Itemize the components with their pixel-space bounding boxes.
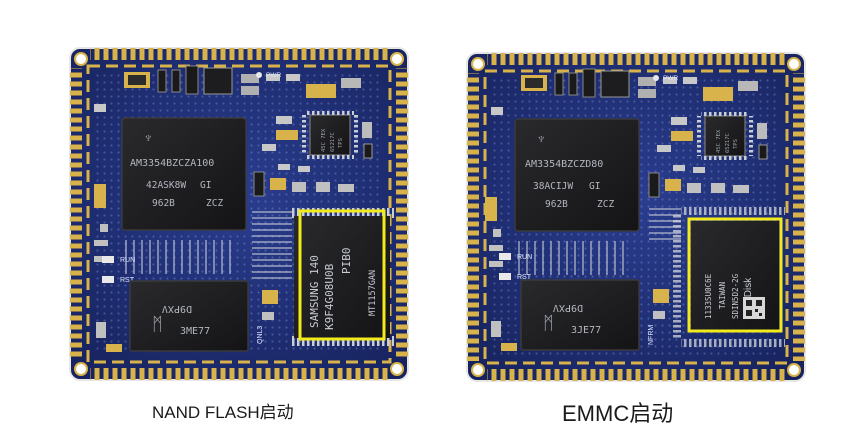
rst-led [102, 276, 114, 283]
board-nand-flash: PWR ♆ AM3354BZCZA100 42ASK8W GI 962B ZCZ… [66, 44, 412, 384]
silk-ram-ref: NFRM [648, 325, 655, 345]
mount-hole-br [787, 363, 801, 377]
soc-date: 962B [545, 199, 568, 210]
edge-pads-left [467, 73, 479, 361]
rst-led [499, 273, 511, 280]
pmic-mark-2: 65217C [330, 132, 336, 152]
ddr-ram-chip: ᛗ D9PXV 3JE77 NFRM [520, 279, 655, 351]
soc-date: 962B [152, 198, 175, 209]
nand-part-number: K9F4G08U0B [323, 263, 336, 330]
ram-part-code: D9PXV [553, 302, 583, 313]
ram-part-code: D9PXV [162, 303, 192, 314]
mount-hole-bl [471, 363, 485, 377]
ram-lot: 3JE77 [571, 325, 601, 336]
silk-rst-label: RST [120, 277, 135, 284]
soc-grade: GI [589, 181, 600, 192]
mount-hole-tl [471, 57, 485, 71]
board-left-svg: PWR ♆ AM3354BZCZA100 42ASK8W GI 962B ZCZ… [69, 47, 409, 381]
nand-maker: SAMSUNG 140 [308, 255, 321, 328]
traces [125, 211, 292, 279]
silk-run-label: RUN [517, 254, 532, 261]
traces [518, 208, 681, 275]
mount-hole-br [390, 362, 404, 376]
edge-pads-bottom [90, 368, 388, 380]
micron-logo-icon: ᛗ [152, 314, 163, 334]
pmic-chip: TPS 65217C 45C 7EX [697, 112, 753, 160]
pmic-mark-1: TPS [338, 138, 344, 148]
passives-left [94, 104, 108, 262]
passives-bottom [96, 290, 278, 352]
pwr-led [256, 72, 262, 78]
emmc-pads-top [681, 207, 785, 215]
silk-rst-label: RST [517, 274, 532, 281]
passives-left [485, 107, 503, 267]
emmc-pads-left [673, 215, 681, 339]
soc-package: ZCZ [206, 198, 223, 209]
edge-pads-right [793, 73, 805, 361]
soc-part-number: AM3354BZCZD80 [525, 159, 603, 170]
emmc-maker: SanDisk [743, 277, 754, 315]
ti-logo-icon: ♆ [536, 130, 547, 146]
mount-hole-tr [390, 52, 404, 66]
run-led [102, 256, 114, 263]
ram-lot: 3ME77 [180, 326, 210, 337]
silk-pwr-label: PWR [663, 75, 678, 82]
caption-nand-boot: NAND FLASH启动 [152, 403, 294, 422]
soc-chip: ♆ AM3354BZCZD80 38ACIJW GI 962B ZCZ [514, 118, 640, 232]
ddr-ram-chip: ᛗ D9PXV 3ME77 QNL3 [129, 280, 264, 352]
smd-components-top [521, 68, 758, 101]
soc-lot: 42ASK8W [146, 180, 186, 191]
ti-logo-icon: ♆ [143, 129, 154, 145]
soc-chip: ♆ AM3354BZCZA100 42ASK8W GI 962B ZCZ [121, 117, 247, 231]
edge-pads-left [70, 68, 82, 360]
nand-highlight-box [298, 209, 386, 341]
board-emmc: PWR ♆ AM3354BZCZD80 38ACIJW GI 962B ZCZ … [463, 49, 809, 385]
soc-part-number: AM3354BZCZA100 [130, 158, 214, 169]
edge-pads-right [396, 68, 408, 360]
board-right-svg: PWR ♆ AM3354BZCZD80 38ACIJW GI 962B ZCZ … [466, 52, 806, 382]
nand-flash-chip: SAMSUNG 140 K9F4G08U0B PIB0 MT1157GAN [290, 208, 394, 346]
emmc-part-number: SDIN5D2-2G [731, 273, 740, 319]
passives-bottom [491, 289, 669, 351]
emmc-pads-bottom [681, 339, 785, 347]
soc-lot: 38ACIJW [533, 181, 573, 192]
silk-run-label: RUN [120, 257, 135, 264]
pmic-mark-3: 45C 7EX [321, 128, 327, 152]
micron-logo-icon: ᛗ [543, 313, 554, 333]
pmic-chip: TPS 65217C 45C 7EX [302, 111, 358, 159]
edge-pads-top [90, 48, 388, 60]
edge-pads-top [487, 53, 785, 65]
nand-grade: PIB0 [340, 248, 353, 275]
inner-gold-ring [483, 69, 789, 365]
passives-right [253, 116, 373, 197]
emmc-chip: SanDisk SDIN5D2-2G TAIWAN 1133SU0C6E [687, 217, 783, 333]
mount-hole-tr [787, 57, 801, 71]
soc-package: ZCZ [597, 199, 614, 210]
pwr-led [653, 75, 659, 81]
passives-right [648, 117, 768, 198]
emmc-lot: 1133SU0C6E [704, 273, 713, 319]
mount-hole-bl [74, 362, 88, 376]
smd-components-top [124, 65, 361, 98]
emmc-origin: TAIWAN [718, 282, 727, 309]
emmc-highlight-box [687, 217, 783, 333]
pmic-mark-3: 45C 7EX [716, 129, 722, 153]
nand-lot: MT1157GAN [368, 270, 378, 316]
silk-ram-ref: QNL3 [257, 326, 264, 344]
pmic-mark-2: 65217C [725, 133, 731, 153]
edge-pads-bottom [487, 369, 785, 381]
soc-grade: GI [200, 180, 211, 191]
mount-hole-tl [74, 52, 88, 66]
silk-pwr-label: PWR [266, 72, 281, 79]
pmic-mark-1: TPS [733, 139, 739, 149]
caption-emmc-boot: EMMC启动 [562, 401, 674, 426]
run-led [499, 253, 511, 260]
